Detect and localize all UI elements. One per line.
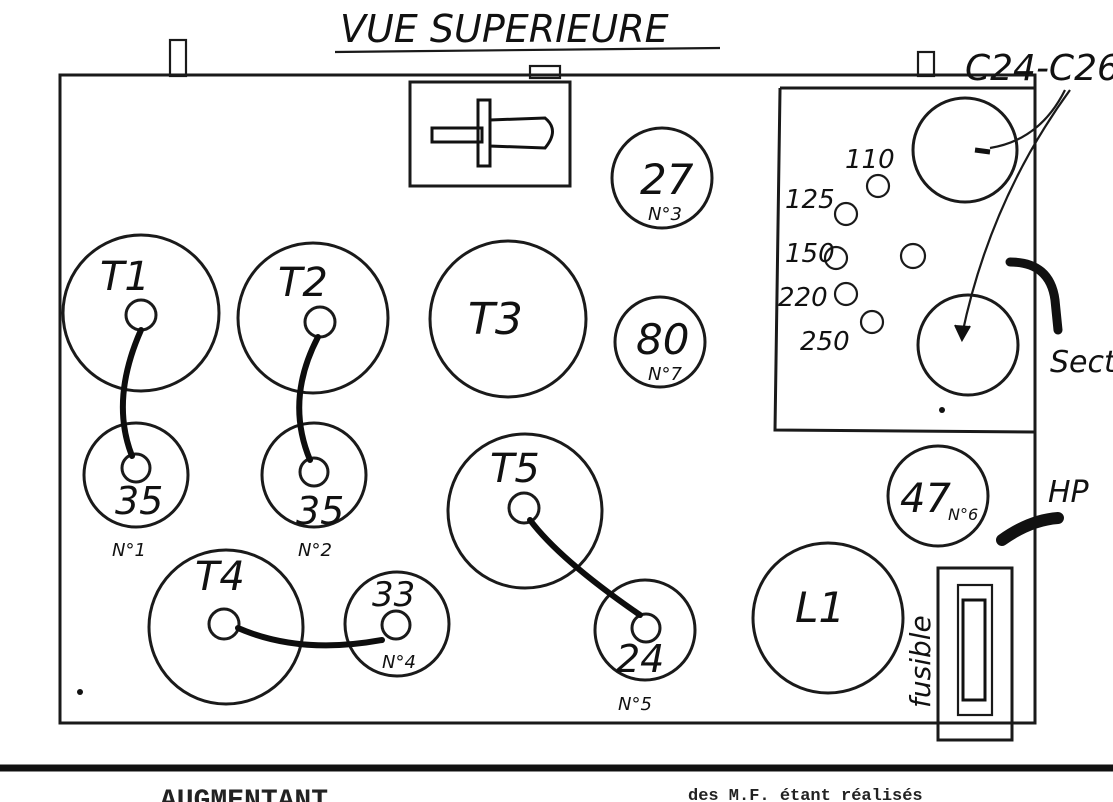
tube-35-no2-label: 35 — [296, 489, 344, 533]
left-peg — [168, 38, 188, 78]
tube-33 — [343, 570, 451, 678]
fuse-icon — [961, 598, 987, 702]
t4-terminal — [207, 607, 241, 641]
voltage-hole-250 — [859, 309, 885, 335]
tube-80 — [613, 295, 707, 389]
capacitor-label: C24-C26 — [965, 48, 1113, 89]
voltage-125: 125 — [785, 185, 835, 215]
c24-mark — [974, 147, 991, 155]
capacitor-arrow-2 — [960, 89, 1071, 336]
tuning-box — [408, 80, 572, 188]
voltage-selector-center — [899, 242, 927, 270]
capacitor-c26 — [916, 293, 1020, 397]
voltage-hole-110 — [865, 173, 891, 199]
tube-35-no2 — [260, 421, 368, 529]
t5-label: T5 — [490, 446, 540, 492]
hp-label: HP — [1048, 475, 1090, 510]
tube-35-no1 — [82, 421, 190, 529]
t1-terminal — [124, 298, 158, 332]
tube-35-no2-cap — [298, 456, 330, 488]
fusible-label: fusible — [904, 615, 937, 708]
center-tab — [528, 64, 562, 80]
tube-35-no1-label: 35 — [115, 479, 163, 523]
t2-label: T2 — [278, 260, 328, 306]
tube-35-no1-number: N°1 — [112, 540, 146, 561]
voltage-110: 110 — [845, 145, 895, 175]
dot-mark — [77, 689, 83, 695]
tube-35-no2-number: N°2 — [298, 540, 332, 561]
tube-33-label: 33 — [372, 575, 415, 615]
footer-left-text: AUGMENTANT — [160, 786, 328, 802]
diagram-title: VUE SUPERIEURE — [340, 7, 669, 51]
tube-24 — [593, 578, 697, 682]
chassis-outline — [58, 73, 1037, 725]
capacitor-arrow-1 — [989, 89, 1066, 150]
tube-24-label: 24 — [616, 637, 664, 681]
arrow-head — [954, 324, 971, 343]
t3-label: T3 — [468, 294, 523, 345]
wire-t1-35 — [119, 327, 144, 459]
l1-label: L1 — [795, 583, 845, 632]
tube-24-number: N°5 — [618, 694, 652, 715]
right-peg — [916, 50, 936, 78]
capacitor-c24 — [911, 96, 1019, 204]
voltage-hole-150 — [823, 245, 849, 271]
tube-27 — [610, 126, 714, 230]
mains-box — [773, 86, 1036, 434]
t5-terminal — [507, 491, 541, 525]
tube-24-cap — [630, 612, 662, 644]
tube-80-number: N°7 — [648, 364, 682, 385]
tube-33-number: N°4 — [382, 652, 416, 673]
tube-33-cap — [380, 609, 412, 641]
tube-27-label: 27 — [640, 155, 694, 204]
dot-mark-2 — [939, 407, 945, 413]
coil-l1 — [751, 541, 905, 695]
wire-t2-35 — [296, 334, 321, 463]
wire-t4-33 — [235, 625, 385, 649]
tube-47-label: 47 — [900, 476, 951, 522]
fuse-holder — [936, 566, 1014, 742]
voltage-220: 220 — [778, 283, 828, 313]
transformer-t3 — [428, 239, 588, 399]
voltage-hole-125 — [833, 201, 859, 227]
tube-47 — [886, 444, 990, 548]
transformer-t2 — [236, 241, 390, 395]
t2-terminal — [303, 305, 337, 339]
tube-35-no1-cap — [120, 452, 152, 484]
voltage-150: 150 — [785, 239, 835, 269]
tube-47-number: N°6 — [948, 505, 978, 524]
mains-cord — [1005, 257, 1063, 335]
voltage-hole-220 — [833, 281, 859, 307]
fuse-slot — [956, 583, 994, 717]
title-underline — [334, 46, 721, 54]
tuning-knob-icon — [430, 98, 554, 168]
t4-label: T4 — [195, 554, 245, 600]
transformer-t5 — [446, 432, 604, 590]
transformer-t1 — [61, 233, 221, 393]
footer-right-text: des M.F. étant réalisés — [688, 787, 923, 802]
secteur-label: Sect — [1050, 345, 1113, 380]
transformer-t4 — [147, 548, 305, 706]
tube-80-label: 80 — [636, 315, 689, 364]
tube-27-number: N°3 — [648, 204, 682, 225]
voltage-250: 250 — [800, 327, 850, 357]
hp-cable — [996, 512, 1064, 546]
wire-t5-24 — [527, 517, 643, 618]
t1-label: T1 — [100, 254, 150, 300]
